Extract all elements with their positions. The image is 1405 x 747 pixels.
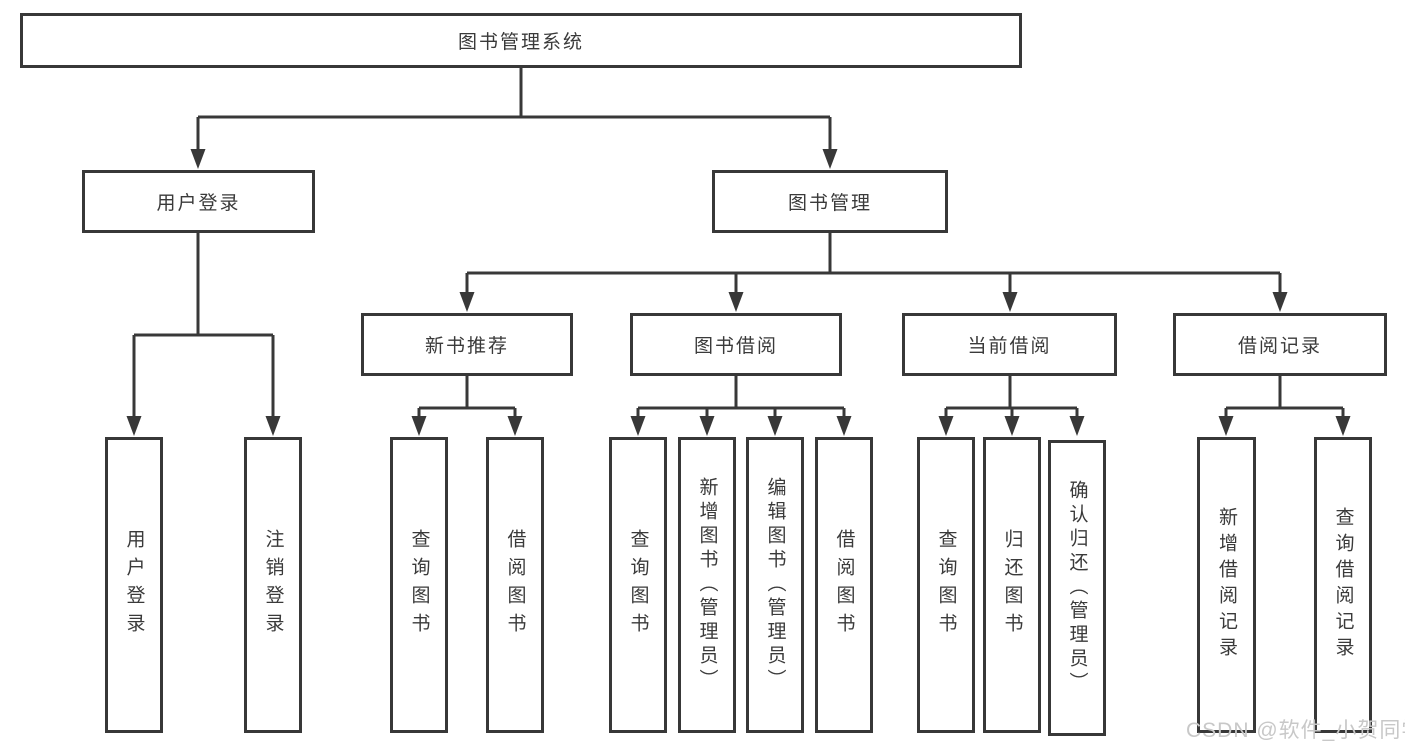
leaf-records-add-record-label: 新增借阅记录 (1216, 507, 1237, 663)
node-new-book-recommendation: 新书推荐 (361, 313, 573, 376)
leaf-current-confirm-return-admin-label: 确认归还（管理员） (1066, 480, 1088, 696)
leaf-borrow-borrow-books: 借阅图书 (815, 437, 873, 733)
node-book-management: 图书管理 (712, 170, 948, 233)
leaf-current-confirm-return-admin: 确认归还（管理员） (1048, 440, 1106, 736)
leaf-records-query-record: 查询借阅记录 (1314, 437, 1372, 733)
leaf-current-return-books-label: 归还图书 (1001, 529, 1023, 641)
leaf-current-query-books: 查询图书 (917, 437, 975, 733)
leaf-borrow-query-books: 查询图书 (609, 437, 667, 733)
leaf-rec-borrow-books-label: 借阅图书 (504, 529, 526, 641)
node-current-borrowing: 当前借阅 (902, 313, 1117, 376)
leaf-user-login: 用户登录 (105, 437, 163, 733)
leaf-rec-query-books: 查询图书 (390, 437, 448, 733)
node-user-login: 用户登录 (82, 170, 315, 233)
leaf-records-add-record: 新增借阅记录 (1197, 437, 1256, 733)
leaf-borrow-borrow-books-label: 借阅图书 (833, 529, 855, 641)
watermark: CSDN @软件_小贺同学 (1186, 719, 1405, 742)
leaf-current-return-books: 归还图书 (983, 437, 1041, 733)
leaf-current-query-books-label: 查询图书 (935, 529, 957, 641)
leaf-logout-label: 注销登录 (262, 529, 284, 641)
leaf-records-query-record-label: 查询借阅记录 (1332, 507, 1354, 663)
leaf-borrow-edit-books-admin: 编辑图书（管理员） (746, 437, 804, 733)
arrowheads (126, 149, 1351, 436)
leaf-rec-query-books-label: 查询图书 (408, 529, 430, 641)
node-book-borrowing: 图书借阅 (630, 313, 842, 376)
leaf-rec-borrow-books: 借阅图书 (486, 437, 544, 733)
leaf-borrow-add-books-admin-label: 新增图书（管理员） (696, 477, 718, 693)
node-library-management-system: 图书管理系统 (20, 13, 1022, 68)
leaf-user-login-label: 用户登录 (123, 529, 145, 641)
leaf-borrow-add-books-admin: 新增图书（管理员） (678, 437, 736, 733)
leaf-borrow-query-books-label: 查询图书 (627, 529, 649, 641)
leaf-borrow-edit-books-admin-label: 编辑图书（管理员） (764, 477, 786, 693)
node-borrowing-records: 借阅记录 (1173, 313, 1387, 376)
leaf-logout: 注销登录 (244, 437, 302, 733)
